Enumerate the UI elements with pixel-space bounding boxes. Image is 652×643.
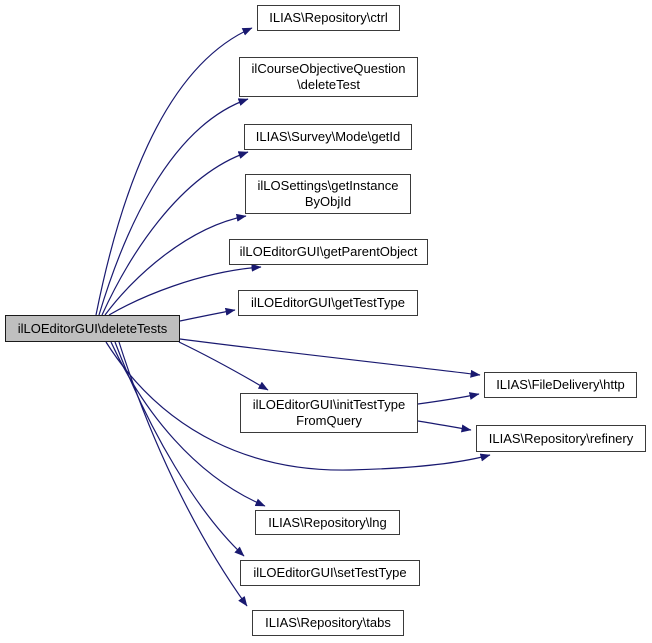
node-repository-lng[interactable]: ILIAS\Repository\lng xyxy=(255,510,400,535)
node-file-delivery-http[interactable]: ILIAS\FileDelivery\http xyxy=(484,372,637,398)
edge-init-test-type-from-query-to-file-delivery-http xyxy=(417,392,480,405)
node-set-test-type[interactable]: ilLOEditorGUI\setTestType xyxy=(240,560,420,586)
edge-delete-tests-to-repository-tabs xyxy=(118,341,248,607)
node-delete-tests: ilLOEditorGUI\deleteTests xyxy=(5,315,180,342)
edge-delete-tests-to-repository-ctrl xyxy=(95,27,253,316)
edge-delete-tests-to-set-test-type xyxy=(114,341,245,557)
edge-delete-tests-to-init-test-type-from-query xyxy=(178,341,269,391)
edge-init-test-type-from-query-to-repository-refinery xyxy=(417,420,472,433)
edge-delete-tests-to-survey-mode-get-id xyxy=(101,151,249,316)
node-init-test-type-from-query[interactable]: ilLOEditorGUI\initTestType FromQuery xyxy=(240,393,418,433)
node-course-objective-question-delete-test[interactable]: ilCourseObjectiveQuestion \deleteTest xyxy=(239,57,418,97)
edge-delete-tests-to-course-objective-question-delete-test xyxy=(98,98,249,316)
edge-delete-tests-to-lo-settings-get-instance-by-obj-id xyxy=(104,213,247,316)
edge-delete-tests-to-get-test-type xyxy=(179,307,236,322)
node-lo-settings-get-instance-by-obj-id[interactable]: ilLOSettings\getInstance ByObjId xyxy=(245,174,411,214)
edge-delete-tests-to-file-delivery-http xyxy=(179,338,481,378)
node-repository-ctrl[interactable]: ILIAS\Repository\ctrl xyxy=(257,5,400,31)
node-repository-tabs[interactable]: ILIAS\Repository\tabs xyxy=(252,610,404,636)
node-survey-mode-get-id[interactable]: ILIAS\Survey\Mode\getId xyxy=(244,124,412,150)
node-get-test-type[interactable]: ilLOEditorGUI\getTestType xyxy=(238,290,418,316)
node-get-parent-object[interactable]: ilLOEditorGUI\getParentObject xyxy=(229,239,428,265)
node-repository-refinery[interactable]: ILIAS\Repository\refinery xyxy=(476,425,646,452)
